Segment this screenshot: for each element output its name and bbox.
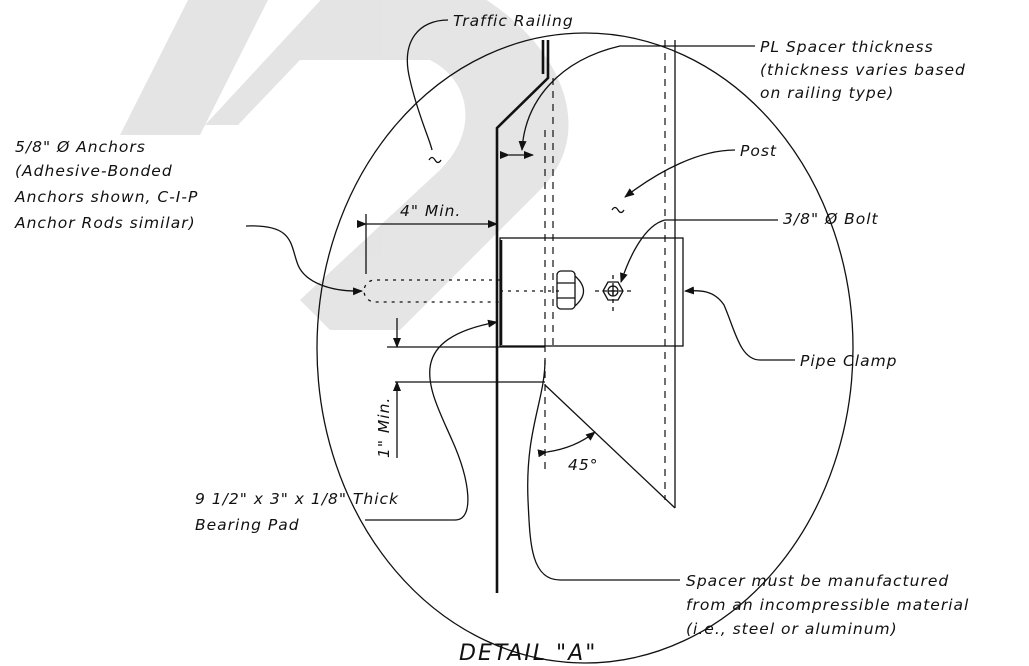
leader-post [624, 149, 736, 198]
label-note-3: (i.e., steel or aluminum) [686, 620, 898, 638]
post-symbol [611, 206, 625, 214]
leader-bolt [620, 219, 778, 283]
label-spacer-3: on railing type) [760, 84, 894, 102]
pipe-clamp [499, 237, 684, 347]
angle-arc [537, 431, 596, 458]
railing-face-line [495, 40, 550, 593]
detail-circle [316, 32, 854, 664]
bolt-icon [595, 275, 632, 312]
label-spacer-2: (thickness varies based [760, 61, 966, 79]
leader-traffic-railing [406, 19, 449, 151]
leader-spacer [518, 45, 755, 151]
label-anchors-2: (Adhesive-Bonded [15, 162, 173, 180]
leader-anchors [245, 225, 363, 296]
leader-spacer-note [527, 359, 680, 581]
label-pipe-clamp: Pipe Clamp [800, 352, 898, 370]
label-angle: 45° [568, 456, 598, 474]
leader-bearing-pad [365, 319, 498, 521]
label-spacer-1: PL Spacer thickness [760, 38, 934, 56]
label-anchors-3: Anchors shown, C-I-P [14, 188, 198, 206]
label-anchors-4: Anchor Rods similar) [14, 214, 196, 232]
label-four-min: 4" Min. [400, 202, 461, 220]
label-traffic-railing: Traffic Railing [453, 12, 574, 30]
label-post: Post [740, 142, 777, 160]
railing-symbol [428, 156, 442, 164]
leader-pipe-clamp [684, 286, 795, 361]
label-pad-2: Bearing Pad [195, 516, 300, 534]
post-base-bevel [544, 384, 676, 509]
label-note-2: from an incompressible material [686, 596, 969, 614]
watermark [120, 0, 569, 330]
label-note-1: Spacer must be manufactured [686, 572, 949, 590]
label-anchors-1: 5/8" Ø Anchors [15, 138, 146, 156]
label-one-min: 1" Min. [375, 397, 393, 458]
detail-title: DETAIL "A" [459, 641, 597, 666]
nut-icon [556, 270, 585, 310]
label-pad-1: 9 1/2" x 3" x 1/8" Thick [195, 490, 399, 508]
label-bolt: 3/8" Ø Bolt [783, 210, 879, 228]
